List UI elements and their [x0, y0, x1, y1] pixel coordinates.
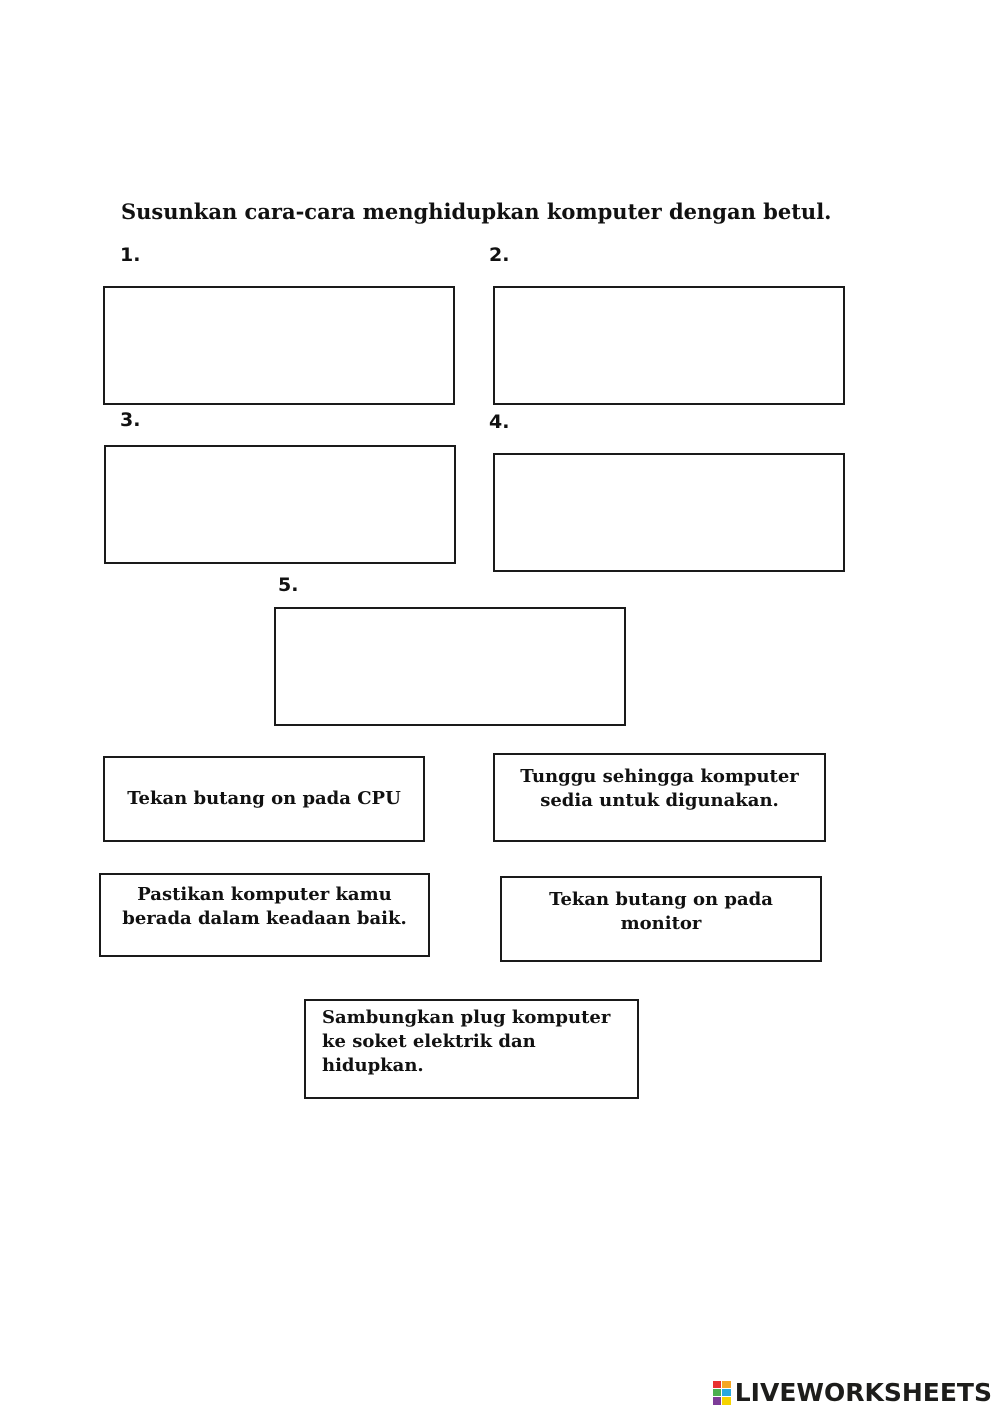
brand-name: LIVEWORKSHEETS [734, 1378, 992, 1407]
liveworksheets-logo-icon [712, 1380, 731, 1405]
slot-label-2: 2. [489, 244, 510, 266]
slot-label-1: 1. [120, 244, 141, 266]
answer-dropbox-5[interactable] [274, 607, 626, 726]
answer-dropbox-1[interactable] [103, 286, 455, 405]
slot-label-5: 5. [278, 574, 299, 596]
answer-card-wait-until-ready[interactable]: Tunggu sehingga komputer sedia untuk dig… [493, 753, 826, 842]
answer-card-connect-plug[interactable]: Sambungkan plug komputer ke soket elektr… [304, 999, 639, 1099]
answer-dropbox-2[interactable] [493, 286, 845, 405]
answer-card-press-cpu-button[interactable]: Tekan butang on pada CPU [103, 756, 425, 842]
liveworksheets-brand: LIVEWORKSHEETS [712, 1378, 992, 1407]
answer-card-ensure-good-condition[interactable]: Pastikan komputer kamu berada dalam kead… [99, 873, 430, 957]
answer-dropbox-3[interactable] [104, 445, 456, 564]
answer-card-press-monitor-button[interactable]: Tekan butang on pada monitor [500, 876, 822, 962]
worksheet-instruction: Susunkan cara-cara menghidupkan komputer… [121, 199, 832, 224]
slot-label-4: 4. [489, 411, 510, 433]
slot-label-3: 3. [120, 409, 141, 431]
answer-dropbox-4[interactable] [493, 453, 845, 572]
